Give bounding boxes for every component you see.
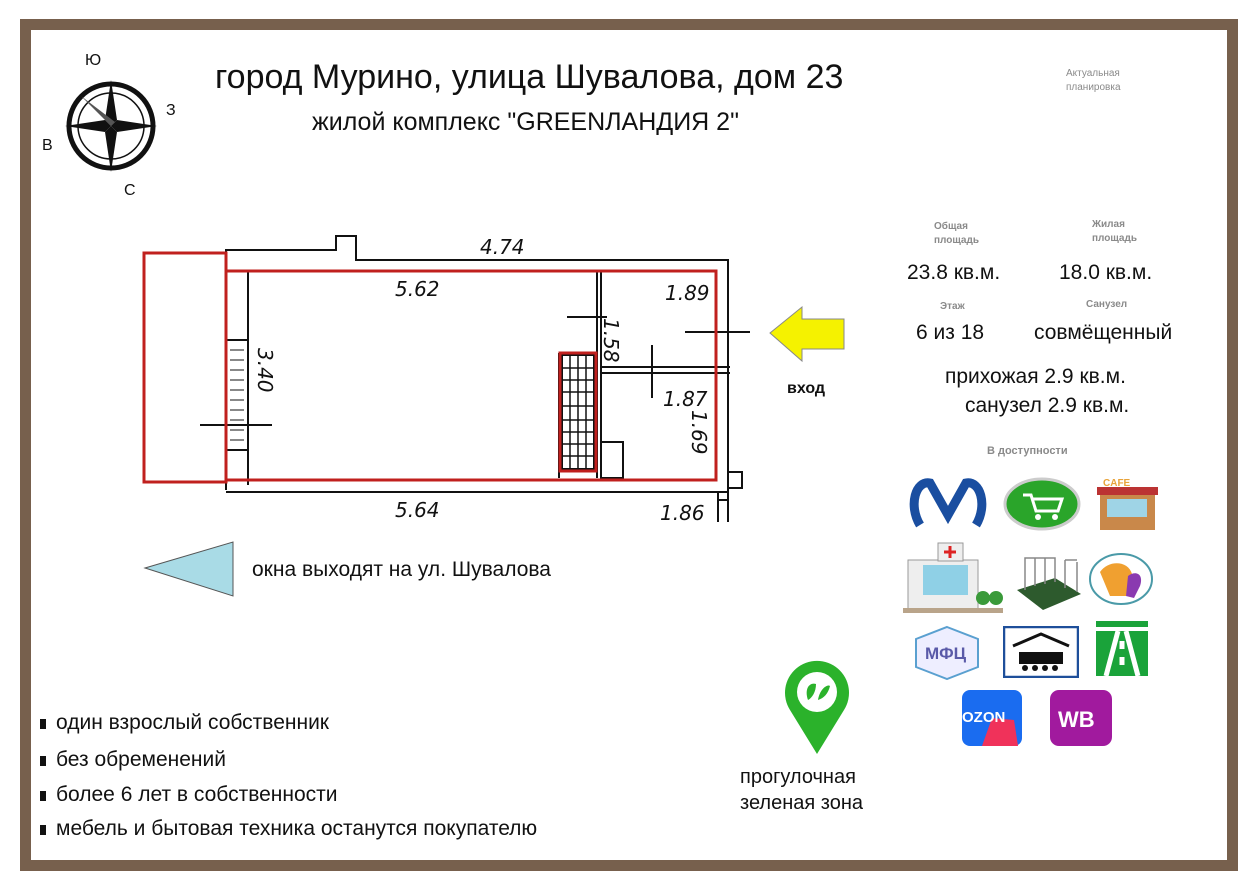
compass-rose-icon [65,80,157,172]
condition-item: более 6 лет в собственности [40,783,338,807]
green-zone-label: прогулочная зеленая зона [740,764,863,816]
dim-bottom-right: 1.86 [660,501,705,525]
dim-room-width: 3.40 [253,348,277,393]
complex-title: жилой комплекс "GREENЛАНДИЯ 2" [312,108,739,136]
bathroom-type-label: Санузел [1086,299,1128,310]
compass-north-label: С [124,182,136,199]
floor-value: 6 из 18 [916,321,985,344]
wb-label: WB [1058,707,1095,732]
dim-hall-width: 1.89 [665,281,710,305]
green-zone-pin-icon [785,660,849,754]
total-area-label: Общая площадь [934,221,979,246]
nearby-title: В доступности [987,445,1068,457]
dim-hall-height: 1.58 [599,318,623,363]
condition-item: мебель и бытовая техника останутся покуп… [40,817,537,841]
railway-station-icon [1003,626,1079,678]
dim-room-length: 5.62 [395,277,440,301]
ozon-icon: OZON [962,690,1022,746]
hospital-icon [903,542,1003,613]
dim-bath-height: 1.69 [687,410,711,455]
cafe-sign: CAFE [1103,478,1131,489]
sports-ground-icon [1017,557,1081,610]
floor-plan: 4.74 5.62 1.89 1.58 3.40 1.87 1.69 5.64 … [142,235,750,525]
shopping-cart-icon [1003,477,1081,531]
living-area-value: 18.0 кв.м. [1059,261,1153,284]
floor-label: Этаж [940,301,965,312]
fitness-icon [1089,553,1153,605]
layout-note: Актуальная планировка [1066,68,1121,93]
address-title: город Мурино, улица Шувалова, дом 23 [215,58,844,96]
cafe-icon: CAFE [1097,478,1158,530]
compass-east-label: В [42,137,53,154]
green-zone-line-2: зеленая зона [740,792,863,814]
ozon-label: OZON [962,709,1005,726]
dim-bath-width: 1.87 [663,387,708,411]
total-area-value: 23.8 кв.м. [907,261,1001,284]
mfc-label: МФЦ [925,644,967,663]
bathroom-type-value: совмёщенный [1034,321,1173,344]
compass-south-label: Ю [85,52,102,69]
window-direction-arrow-icon [143,541,234,597]
green-zone-line-1: прогулочная [740,766,856,788]
bathroom-area: санузел 2.9 кв.м. [965,394,1130,417]
entrance-arrow-icon [769,305,845,363]
entrance-label: вход [787,380,826,397]
condition-item: без обременений [40,748,226,772]
dim-bottom-room: 5.64 [395,498,440,522]
living-area-label: Жилая площадь [1092,219,1137,244]
page-frame [20,19,1238,871]
windows-note: окна выходят на ул. Шувалова [252,558,551,581]
wildberries-icon: WB [1050,690,1112,746]
hallway-area: прихожая 2.9 кв.м. [945,365,1126,388]
metro-icon [909,478,987,528]
highway-icon [1096,621,1148,676]
condition-item: один взрослый собственник [40,711,329,735]
mfc-icon: МФЦ [915,625,979,680]
compass-west-label: З [166,102,176,119]
dim-top-outer: 4.74 [480,235,525,259]
